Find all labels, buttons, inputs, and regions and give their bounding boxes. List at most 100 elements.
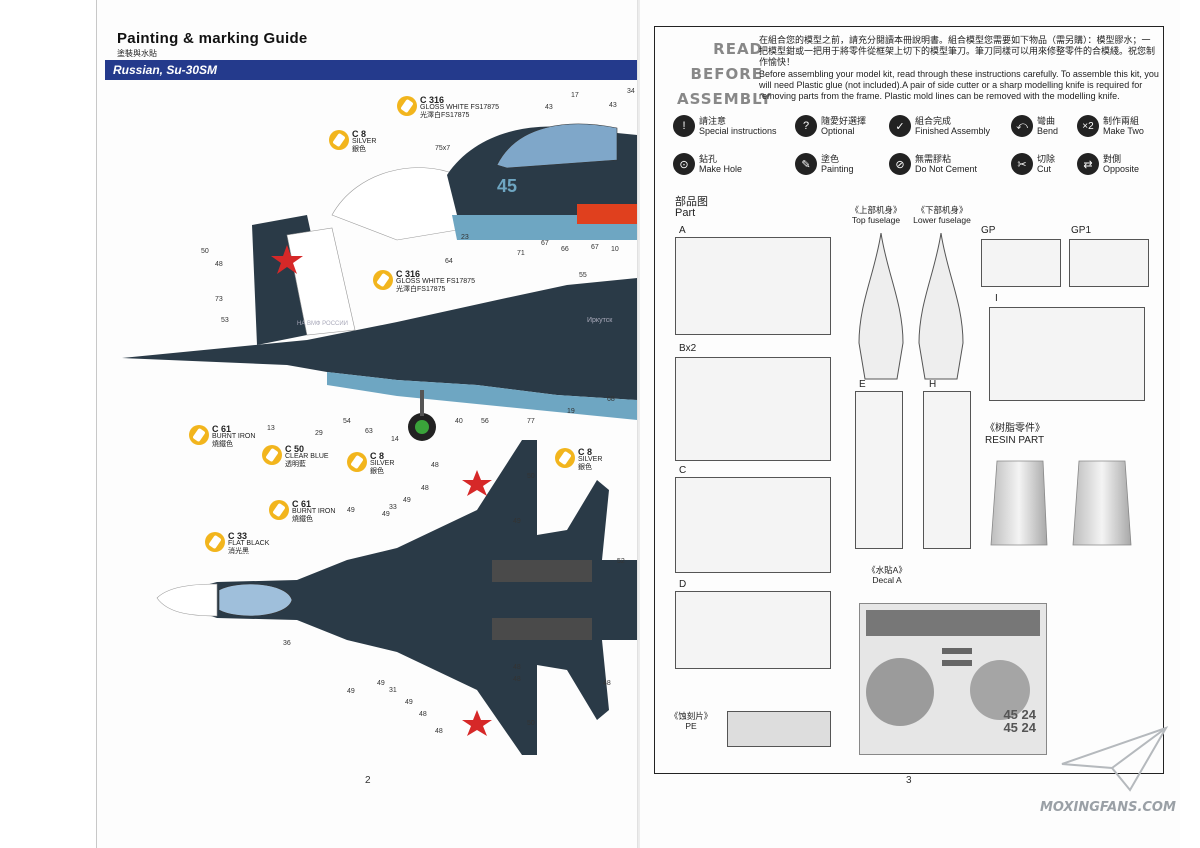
instructions-english: Before assembling your model kit, read t…: [759, 69, 1159, 101]
callout-number: 49: [403, 497, 411, 504]
sprue-label-gp1: GP1: [1071, 225, 1092, 236]
decal-sheet: 45 24 45 24: [859, 603, 1047, 755]
callout-number: 48: [513, 676, 521, 683]
callout-number: 49: [347, 507, 355, 514]
callout-number: 13: [267, 425, 275, 432]
page-number-left: 2: [365, 775, 371, 786]
pe-label: 《蚀刻片》PE: [669, 711, 713, 731]
callout-number: 50: [201, 248, 209, 255]
callout-number: 23: [461, 234, 469, 241]
site-watermark: MOXINGFANS.COM: [1040, 800, 1176, 815]
sprue-label-a: A: [679, 225, 686, 236]
paint-brush-icon: [373, 270, 393, 290]
callout-number: 48: [435, 728, 443, 735]
callout-number: 29: [315, 430, 323, 437]
drill-icon: ⊙: [673, 153, 695, 175]
callout-number: 64: [445, 258, 453, 265]
sprue-label-d: D: [679, 579, 687, 590]
sprue-d: [675, 591, 831, 669]
callout-number: 48: [431, 462, 439, 469]
callout-number: 48: [421, 485, 429, 492]
cut-icon: ✂: [1011, 153, 1033, 175]
lower-fuselage-label: 《下部机身》Lower fuselage: [913, 205, 971, 225]
sprue-label-e: E: [859, 379, 866, 390]
instruction-frame: READ BEFORE ASSEMBLY 在組合您的模型之前，請充分閱讀本冊說明…: [654, 26, 1164, 774]
sprue-i: [989, 307, 1145, 401]
paint-brush-icon: [262, 445, 282, 465]
callout-number: 63: [365, 428, 373, 435]
parts-title-en: Part: [675, 207, 696, 219]
callout-number: 67: [591, 244, 599, 251]
paint-brush-icon: [347, 452, 367, 472]
sprue-label-gp: GP: [981, 225, 996, 236]
callout-number: 36: [283, 640, 291, 647]
top-view-aircraft: [156, 440, 637, 755]
times-two-icon: ×2: [1077, 115, 1099, 137]
sprue-c: [675, 477, 831, 573]
callout-number: 48: [513, 664, 521, 671]
sprue-label-c: C: [679, 465, 687, 476]
callout-number: 68: [607, 396, 615, 403]
question-icon: ?: [795, 115, 817, 137]
callout-number: 43: [609, 102, 617, 109]
callout-number: 34: [627, 88, 635, 95]
callout-number: 49: [405, 699, 413, 706]
paint-brush-icon: [269, 500, 289, 520]
paint-brush-icon: [329, 130, 349, 150]
top-fuselage-label: 《上部机身》Top fuselage: [850, 205, 902, 225]
guide-title: Painting & marking Guide: [117, 30, 308, 47]
sprue-b: [675, 357, 831, 461]
bend-icon: ⤺: [1011, 115, 1033, 137]
paint-brush-icon: [189, 425, 209, 445]
aircraft-illustrations: 45 НА ВМФ РОССИИ Иркутск: [122, 123, 637, 755]
callout-number: 48: [603, 680, 611, 687]
callout-number: 49: [382, 511, 390, 518]
sprue-h: [923, 391, 971, 549]
read-before-assembly-header: READ BEFORE ASSEMBLY: [677, 40, 773, 108]
resin-nozzle-parts: [990, 460, 1132, 546]
callout-number: 48: [419, 711, 427, 718]
photo-etch-sheet: [727, 711, 831, 747]
opposite-icon: ⇄: [1077, 153, 1099, 175]
callout-number: 54: [343, 418, 351, 425]
callout-number: 10: [611, 246, 619, 253]
fuselage-text: НА ВМФ РОССИИ: [297, 321, 348, 327]
paint-brush-icon: [555, 448, 575, 468]
callout-number: 49: [347, 688, 355, 695]
callout-number: 56: [481, 418, 489, 425]
sprue-e: [855, 391, 903, 549]
callout-number: 19: [567, 408, 575, 415]
paint-brush-icon: [205, 532, 225, 552]
brush-icon: ✎: [795, 153, 817, 175]
side-view-aircraft: 45 НА ВМФ РОССИИ Иркутск: [122, 123, 637, 441]
callout-number: 52: [617, 558, 625, 565]
callout-number: 49: [513, 518, 521, 525]
left-page: Painting & marking Guide 塗裝與水貼 Russian, …: [96, 0, 637, 848]
callout-number: 71: [517, 250, 525, 257]
guide-subtitle: 塗裝與水貼: [117, 49, 157, 58]
callout-number: 17: [571, 92, 579, 99]
callout-number: 55: [579, 272, 587, 279]
aircraft-banner: Russian, Su-30SM: [105, 60, 637, 80]
sprue-label-b: Bx2: [679, 343, 697, 354]
callout-number: 40: [455, 418, 463, 425]
paint-brush-icon: [397, 96, 417, 116]
page-gutter: [636, 0, 642, 848]
right-page: READ BEFORE ASSEMBLY 在組合您的模型之前，請充分閱讀本冊說明…: [640, 0, 1180, 848]
sprue-gp1: [1069, 239, 1149, 287]
callout-number: 67: [541, 240, 549, 247]
paper-plane-logo-icon: [1061, 726, 1169, 792]
callout-number: 48: [215, 261, 223, 268]
callout-number: 14: [391, 436, 399, 443]
decal-numbers: 45 24 45 24: [1003, 707, 1036, 735]
callout-number: 50: [527, 720, 535, 727]
